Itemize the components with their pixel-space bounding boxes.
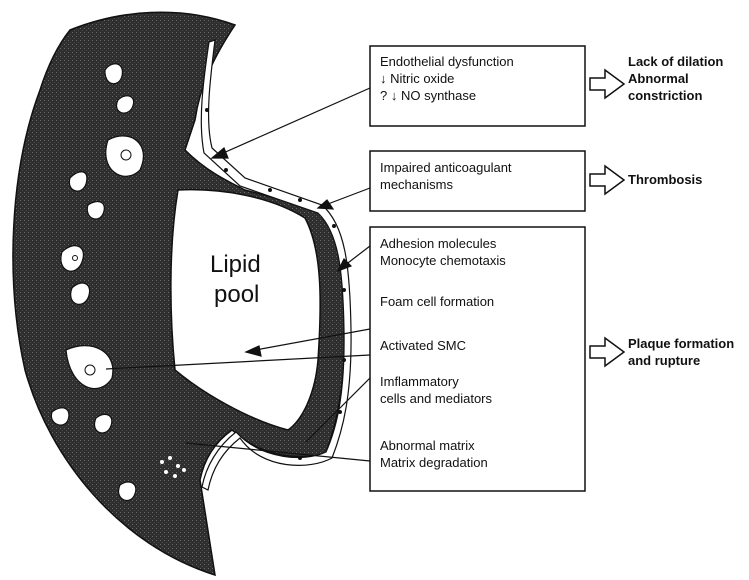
outcome-3-line2: and rupture [628, 353, 700, 369]
box2-line2: mechanisms [380, 177, 453, 193]
box3-matrix-2: Matrix degradation [380, 455, 488, 471]
box3-activated-smc: Activated SMC [380, 338, 466, 354]
box3-inflammatory-1: Imflammatory [380, 374, 459, 390]
arrow-to-outcome-1 [590, 70, 624, 98]
outcome-1-line2: Abnormal [628, 71, 689, 87]
box3-inflammatory-2: cells and mediators [380, 391, 492, 407]
box3-monocyte: Monocyte chemotaxis [380, 253, 506, 269]
box3-foam-cell: Foam cell formation [380, 294, 494, 310]
outcome-2-line1: Thrombosis [628, 172, 702, 188]
outcome-3-line1: Plaque formation [628, 336, 734, 352]
arrow-to-outcome-3 [590, 338, 624, 366]
box3-matrix-1: Abnormal matrix [380, 438, 475, 454]
box1-line1: Endothelial dysfunction [380, 54, 514, 70]
box2-line1: Impaired anticoagulant [380, 160, 512, 176]
box1-line3: ? ↓ NO synthase [380, 88, 476, 104]
outcome-1-line1: Lack of dilation [628, 54, 723, 70]
outcome-1-line3: constriction [628, 88, 702, 104]
arrow-to-outcome-2 [590, 166, 624, 194]
outcome-arrows [590, 70, 624, 366]
lipid-label-line2: pool [214, 280, 259, 310]
lipid-label-line1: Lipid [210, 250, 261, 280]
box1-line2: ↓ Nitric oxide [380, 71, 454, 87]
box3-adhesion: Adhesion molecules [380, 236, 496, 252]
